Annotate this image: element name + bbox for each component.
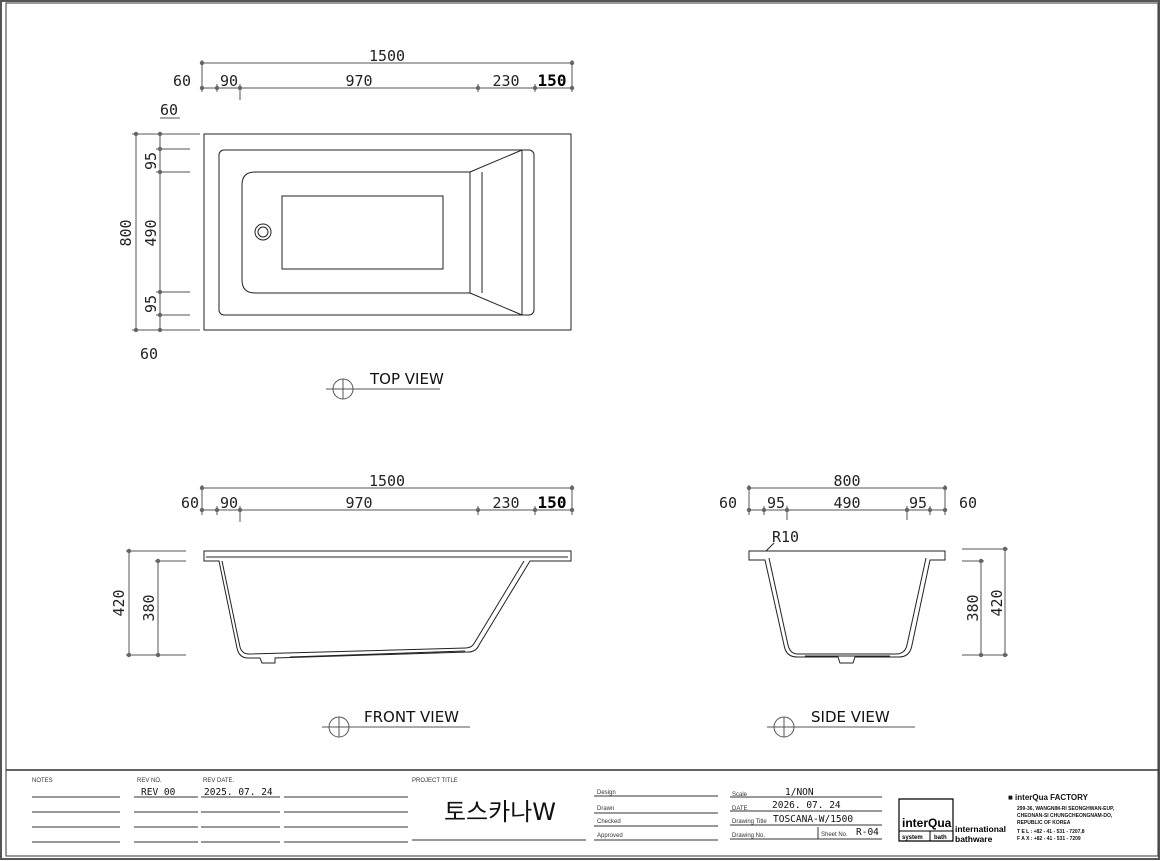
top-dim-v-a: 95 — [142, 152, 160, 170]
sheet-no-value: R-04 — [856, 827, 879, 838]
drawing-title-value: TOSCANA-W/1500 — [773, 814, 853, 825]
front-view-dims-text: 1500 60 90 970 230 150 420 380 FRONT VIE… — [110, 472, 566, 726]
front-dim-b: 90 — [220, 494, 238, 512]
sheet-no-label: Sheet No. — [821, 832, 848, 838]
top-view — [132, 60, 572, 399]
front-view-label: FRONT VIEW — [364, 708, 459, 726]
inner-border — [6, 3, 1158, 856]
top-view-dim-points — [133, 60, 575, 333]
top-dim-d: 230 — [492, 72, 519, 90]
side-dim-a: 60 — [719, 494, 737, 512]
side-view — [749, 485, 1008, 737]
front-view — [126, 485, 572, 737]
side-dim-c: 490 — [833, 494, 860, 512]
logo-sub-left: system — [902, 835, 923, 841]
top-view-label: TOP VIEW — [369, 370, 444, 388]
project-title-label: PROJECT TITLE — [412, 778, 458, 784]
top-dim-v-c: 95 — [142, 295, 160, 313]
address-line-2: CHEONAN-SI CHUNGCHEONGNAM-DO, — [1017, 813, 1113, 819]
address-line-1: 299-36, WANGNIM-RI SEONGHWAN-EUP, — [1017, 806, 1115, 812]
top-dim-v-total: 800 — [117, 219, 135, 246]
top-dim-v-b: 490 — [142, 219, 160, 246]
side-dim-total: 800 — [833, 472, 860, 490]
address-line-3: REPUBLIC OF KOREA — [1017, 820, 1071, 826]
side-dim-e: 60 — [959, 494, 977, 512]
top-dim-v-bottom: 60 — [140, 345, 158, 363]
side-view-dim-points — [746, 485, 1008, 658]
checked-label: Checked — [597, 819, 621, 825]
top-view-dims-text: 1500 60 90 970 230 150 60 60 800 95 490 … — [117, 47, 566, 388]
side-dim-b: 95 — [767, 494, 785, 512]
side-radius-label: R10 — [772, 528, 799, 546]
factory-title: ■ interQua FACTORY — [1008, 793, 1089, 802]
front-dim-total: 1500 — [369, 472, 405, 490]
fax-line: F A X : +82 - 41 - 531 - 7209 — [1017, 836, 1081, 842]
drawing-title-label: Drawing Title — [732, 819, 767, 825]
front-dim-d: 230 — [492, 494, 519, 512]
tel-line: T E L : +82 - 41 - 531 - 7207,8 — [1017, 829, 1085, 835]
side-dim-d: 95 — [909, 494, 927, 512]
rev-no-label: REV NO. — [137, 778, 162, 784]
design-label: Design — [597, 790, 616, 796]
logo-main-text: interQua — [902, 816, 952, 830]
scale-label: Scale — [732, 792, 748, 798]
side-dim-v-inner: 380 — [964, 594, 982, 621]
logo-side-1: international — [955, 824, 1006, 834]
side-view-label: SIDE VIEW — [811, 708, 890, 726]
front-view-dim-points — [126, 485, 575, 658]
top-dim-b: 90 — [220, 72, 238, 90]
top-dim-total: 1500 — [369, 47, 405, 65]
title-block-text: NOTES REV NO. REV 00 REV DATE. 2025. 07.… — [32, 778, 1115, 844]
date-label: DATE — [732, 806, 748, 812]
top-dim-e: 150 — [538, 71, 567, 90]
front-dim-v-inner: 380 — [140, 594, 158, 621]
rev-date-value: 2025. 07. 24 — [204, 787, 273, 798]
front-dim-a: 60 — [181, 494, 199, 512]
top-dim-c: 970 — [345, 72, 372, 90]
side-view-dims-text: 800 60 95 490 95 60 380 420 R10 SIDE VIE… — [719, 472, 1006, 726]
front-dim-c: 970 — [345, 494, 372, 512]
scale-value: 1/NON — [785, 787, 814, 798]
title-block — [6, 770, 1158, 842]
drawing-no-label: Drawing No. — [732, 833, 765, 839]
approved-label: Approved — [597, 833, 623, 839]
logo-sub-right: bath — [934, 835, 947, 841]
front-dim-v-outer: 420 — [110, 589, 128, 616]
drawn-label: Drawn — [597, 806, 614, 812]
side-dim-v-outer: 420 — [988, 589, 1006, 616]
front-dim-e: 150 — [538, 493, 567, 512]
top-dim-v-top: 60 — [160, 101, 178, 119]
notes-label: NOTES — [32, 778, 53, 784]
logo-side-2: bathware — [955, 834, 993, 844]
rev-no-value: REV 00 — [141, 787, 176, 798]
project-title: 토스카나W — [444, 798, 556, 826]
top-dim-a: 60 — [173, 72, 191, 90]
rev-date-label: REV DATE. — [203, 778, 235, 784]
date-value: 2026. 07. 24 — [772, 800, 841, 811]
